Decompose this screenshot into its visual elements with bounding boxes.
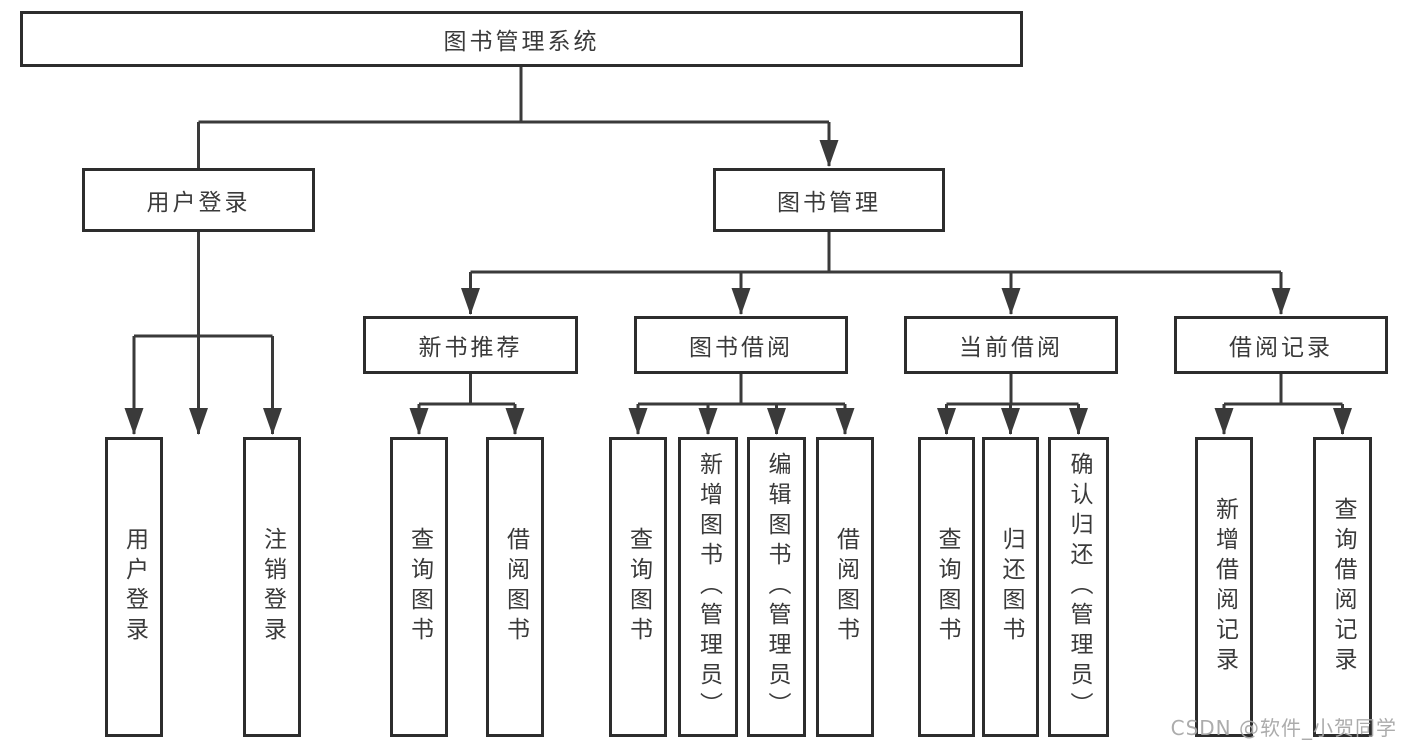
node-label: 用户登录 [121, 527, 148, 647]
node-library-management-system: 图书管理系统 [20, 11, 1023, 67]
node-label: 查询图书 [625, 527, 652, 647]
node-label: 借阅图书 [832, 527, 859, 647]
leaf-edit-books-admin: 编辑图书（管理员） [747, 437, 806, 737]
node-label: 注销登录 [259, 527, 286, 647]
leaf-query-books-borrowing: 查询图书 [609, 437, 667, 737]
node-label: 新书推荐 [418, 335, 523, 361]
node-current-borrowing: 当前借阅 [904, 316, 1118, 374]
leaf-borrow-books: 借阅图书 [816, 437, 874, 737]
node-label: 编辑图书（管理员） [764, 452, 790, 722]
leaf-add-borrow-record: 新增借阅记录 [1195, 437, 1253, 737]
leaf-query-books-recommend: 查询图书 [390, 437, 448, 737]
node-label: 图书管理系统 [443, 29, 600, 55]
node-user-login: 用户登录 [82, 168, 315, 232]
leaf-query-books-current: 查询图书 [918, 437, 975, 737]
leaf-add-books-admin: 新增图书（管理员） [678, 437, 738, 737]
node-label: 查询借阅记录 [1330, 497, 1356, 677]
node-label: 查询图书 [934, 527, 960, 647]
node-label: 归还图书 [998, 527, 1024, 647]
node-book-management: 图书管理 [713, 168, 945, 232]
node-book-borrowing: 图书借阅 [634, 316, 848, 374]
csdn-watermark: CSDN @软件_小贺同学 [1170, 716, 1397, 740]
node-label: 借阅图书 [502, 527, 529, 647]
leaf-logout: 注销登录 [243, 437, 301, 737]
leaf-confirm-return-admin: 确认归还（管理员） [1048, 437, 1109, 737]
node-label: 当前借阅 [959, 335, 1063, 361]
leaf-query-borrow-record: 查询借阅记录 [1313, 437, 1372, 737]
node-label: 新增图书（管理员） [695, 452, 722, 722]
node-label: 确认归还（管理员） [1066, 452, 1092, 722]
leaf-user-login: 用户登录 [105, 437, 163, 737]
node-label: 图书借阅 [689, 335, 793, 361]
leaf-return-books: 归还图书 [982, 437, 1039, 737]
node-label: 用户登录 [146, 190, 251, 216]
node-label: 图书管理 [777, 190, 881, 216]
node-borrow-records: 借阅记录 [1174, 316, 1388, 374]
node-label: 查询图书 [406, 527, 433, 647]
node-new-book-recommend: 新书推荐 [363, 316, 578, 374]
node-label: 新增借阅记录 [1211, 497, 1238, 677]
node-label: 借阅记录 [1229, 335, 1333, 361]
leaf-borrow-books-recommend: 借阅图书 [486, 437, 544, 737]
